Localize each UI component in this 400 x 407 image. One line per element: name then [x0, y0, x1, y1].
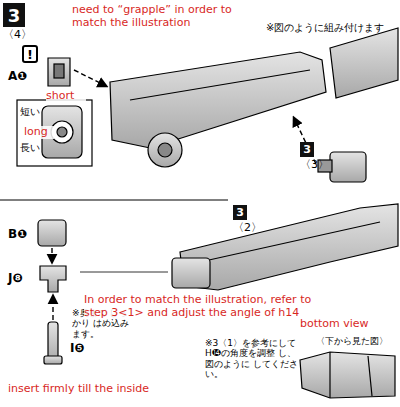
knee-joint [148, 133, 182, 167]
step-number: 3 [233, 205, 247, 220]
leg-part [110, 52, 326, 148]
annotation: insert firmly till the inside [8, 383, 208, 396]
annotation: bottom view [300, 318, 390, 331]
part-peg [330, 152, 366, 182]
part-label: A❶ [8, 70, 48, 84]
part-j [40, 266, 66, 292]
joint-part [172, 258, 210, 288]
step-substep: 〈3〉 [300, 157, 329, 172]
warning-box: ! [22, 45, 38, 63]
part-b [38, 220, 66, 246]
warning-mark: ! [22, 45, 38, 63]
step-number-box: 3〈3〉 [300, 142, 329, 172]
step-substep: 〈2〉 [233, 220, 262, 235]
part-label: I❺ [70, 342, 104, 356]
step-number: 3 [300, 142, 314, 157]
part-a [48, 58, 70, 86]
step-substep: 〈4〉 [3, 27, 32, 42]
dimension-label: 長い [20, 142, 44, 154]
annotation: need to “grapple” in order to match the … [72, 4, 262, 29]
leg-part [180, 204, 398, 290]
dimension-label: 短い [20, 106, 44, 118]
part-label: B❶ [8, 228, 38, 242]
step-number: 3 [3, 3, 25, 27]
bottom-view-drawing [300, 352, 395, 398]
note-text: ※3〈1〉を参考にして H⓮の角度を調整 し、図のように してください。 [205, 338, 303, 379]
inset-frame [17, 100, 92, 166]
step-divider [0, 200, 228, 201]
assembly-arrows [52, 70, 316, 320]
annotation: long [24, 126, 54, 139]
annotation: short [46, 90, 86, 103]
step-number-box: 3〈2〉 [233, 205, 262, 235]
view-label: 〈下から見た図〉 [316, 336, 398, 346]
annotation: In order to match the illustration, refe… [84, 294, 334, 319]
note-text: ※図のように組み付けます [266, 22, 398, 34]
part-label: J❽ [8, 272, 38, 286]
parts-drawing [17, 28, 398, 398]
step-number-box: 3〈4〉 [3, 3, 32, 42]
leg-part [330, 28, 398, 98]
